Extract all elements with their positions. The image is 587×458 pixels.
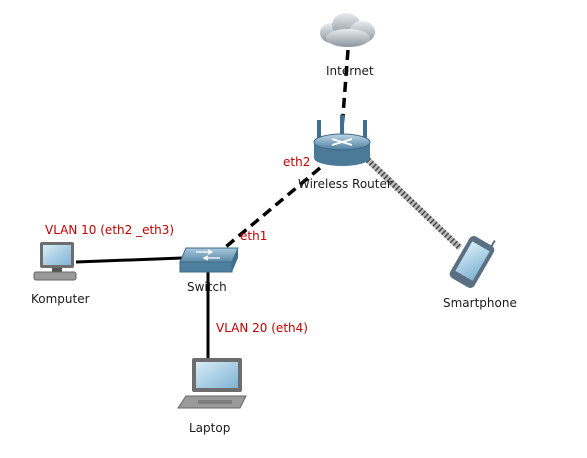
laptop-icon[interactable] <box>177 358 247 409</box>
smartphone-icon[interactable] <box>448 229 499 290</box>
port-label-eth1: eth1 <box>240 229 268 243</box>
port-label-eth2: eth2 <box>283 155 311 169</box>
vlan-label-computer: VLAN 10 (eth2 _eth3) <box>45 223 175 237</box>
computer-label: Komputer <box>31 292 90 306</box>
link-switch-computer <box>75 256 183 264</box>
cloud-icon[interactable] <box>320 13 375 47</box>
switch-label: Switch <box>187 280 227 294</box>
wireless-router-label: Wireless Router <box>298 177 392 191</box>
wireless-router-icon[interactable] <box>313 115 371 166</box>
switch-icon[interactable] <box>179 247 239 273</box>
computer-icon[interactable] <box>33 242 77 281</box>
internet-label: Internet <box>326 64 374 78</box>
laptop-label: Laptop <box>189 421 231 435</box>
smartphone-label: Smartphone <box>443 296 517 310</box>
link-router-smartphone-wireless <box>365 157 463 251</box>
vlan-label-laptop: VLAN 20 (eth4) <box>216 321 308 335</box>
link-router-switch <box>220 166 322 252</box>
